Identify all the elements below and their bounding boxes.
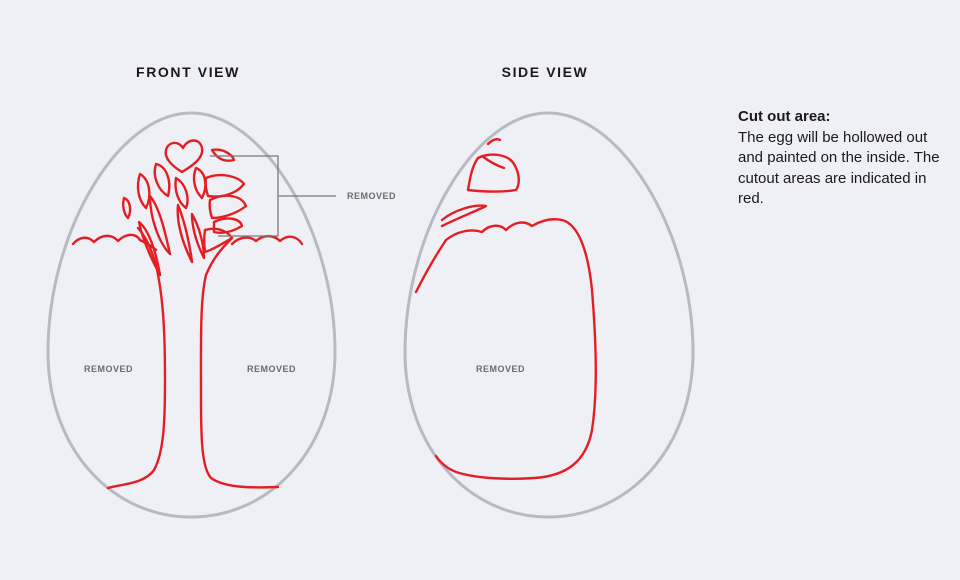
leaf-center-2 — [192, 166, 207, 200]
side-view-title: SIDE VIEW — [501, 64, 589, 80]
side-cutout-lines — [414, 138, 597, 480]
leaf-right-3 — [208, 194, 248, 220]
side-cut-top-inner — [480, 154, 506, 170]
front-cutout-lines — [71, 139, 304, 490]
leaf-left-small — [122, 196, 132, 220]
tree-trunk-right — [199, 236, 280, 489]
branch-3 — [176, 203, 194, 264]
cutout-note: Cut out area: The egg will be hollowed o… — [738, 107, 948, 210]
front-egg: REMOVED REMOVED REMOVED — [46, 111, 396, 519]
branch-1 — [137, 220, 162, 277]
branch-4 — [190, 212, 206, 260]
leaf-right-4 — [212, 217, 244, 234]
side-removed-label: REMOVED — [476, 364, 525, 374]
front-right-removed-label: REMOVED — [247, 364, 296, 374]
side-egg: REMOVED — [403, 111, 695, 519]
branch-2 — [148, 194, 172, 256]
front-callout — [210, 155, 336, 237]
side-cut-wave-and-cavity — [414, 218, 597, 480]
leaf-left-1 — [136, 172, 151, 210]
side-cut-tip — [486, 138, 502, 146]
note-body: The egg will be hollowed out and painted… — [738, 128, 940, 208]
side-cut-wing — [440, 204, 488, 228]
leaf-left-2 — [153, 162, 171, 198]
leaf-center-1 — [174, 176, 189, 210]
leaf-right-1 — [210, 148, 236, 162]
side-cut-top-shape — [466, 153, 520, 193]
leaf-heart-top — [164, 139, 204, 174]
leaf-right-2 — [204, 173, 246, 198]
front-view-title: FRONT VIEW — [136, 64, 240, 80]
note-heading: Cut out area: — [738, 108, 831, 125]
side-egg-outline — [403, 111, 695, 519]
tree-trunk-left — [106, 226, 167, 490]
front-cut-wave-right — [230, 234, 304, 246]
front-left-removed-label: REMOVED — [84, 364, 133, 374]
front-callout-removed-label: REMOVED — [347, 191, 396, 201]
front-egg-outline — [46, 111, 337, 519]
branch-5 — [203, 227, 234, 254]
